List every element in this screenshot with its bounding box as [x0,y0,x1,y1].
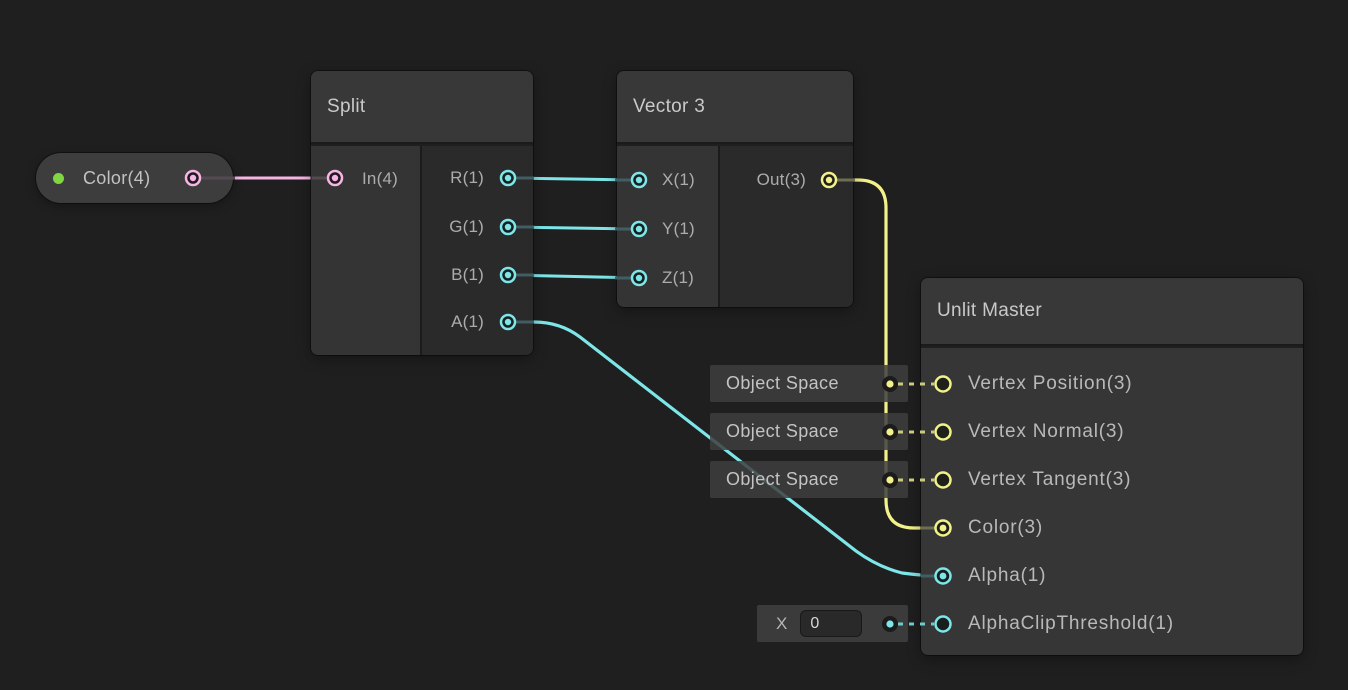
port-label-a: A(1) [451,312,484,331]
property-node-color[interactable]: Color(4) [36,153,233,203]
dropdown-value: Object Space [726,373,839,393]
port-label-vertex-position: Vertex Position(3) [968,373,1133,394]
port-label-out: Out(3) [756,170,806,189]
master-body [921,348,1303,655]
port-label-z: Z(1) [662,268,694,287]
threshold-x-input[interactable] [800,610,863,637]
x-component-label: X [776,613,788,633]
port-label-b: B(1) [451,265,484,284]
node-split-header[interactable]: Split [311,71,533,144]
node-unlit-master-title: Unlit Master [937,300,1042,321]
vertex-tangent-space-dropdown[interactable]: Object Space [710,461,908,498]
vertex-position-space-dropdown[interactable]: Object Space [710,365,908,402]
node-vector3[interactable]: Vector 3 X(1) Y(1) Z(1) Out(3) [617,71,853,307]
port-label-vertex-tangent: Vertex Tangent(3) [968,469,1132,490]
port-label-x: X(1) [662,170,695,189]
dropdown-value: Object Space [726,469,839,489]
port-label-alpha: Alpha(1) [968,565,1047,586]
node-vector3-title: Vector 3 [633,95,706,117]
port-label-g: G(1) [449,217,484,236]
node-split-title: Split [327,95,366,117]
vertex-normal-space-dropdown[interactable]: Object Space [710,413,908,450]
port-label-in: In(4) [362,169,398,188]
node-split[interactable]: Split In(4) R(1) G(1) B(1) A(1) [311,71,533,355]
node-vector3-header[interactable]: Vector 3 [617,71,853,144]
port-label-vertex-normal: Vertex Normal(3) [968,421,1125,442]
exposed-property-dot-icon [53,172,64,184]
port-label-color3: Color(3) [968,517,1044,538]
port-label-r: R(1) [450,168,484,187]
port-label-alphaclipthreshold: AlphaClipThreshold(1) [968,613,1174,634]
port-label-y: Y(1) [662,219,695,238]
node-unlit-master[interactable]: Unlit Master Vertex Position(3) Vertex N… [921,278,1303,655]
dropdown-value: Object Space [726,421,839,441]
alphaclipthreshold-default-field: X [757,605,908,642]
node-unlit-master-header[interactable]: Unlit Master [921,278,1303,346]
property-node-label: Color(4) [83,167,151,188]
